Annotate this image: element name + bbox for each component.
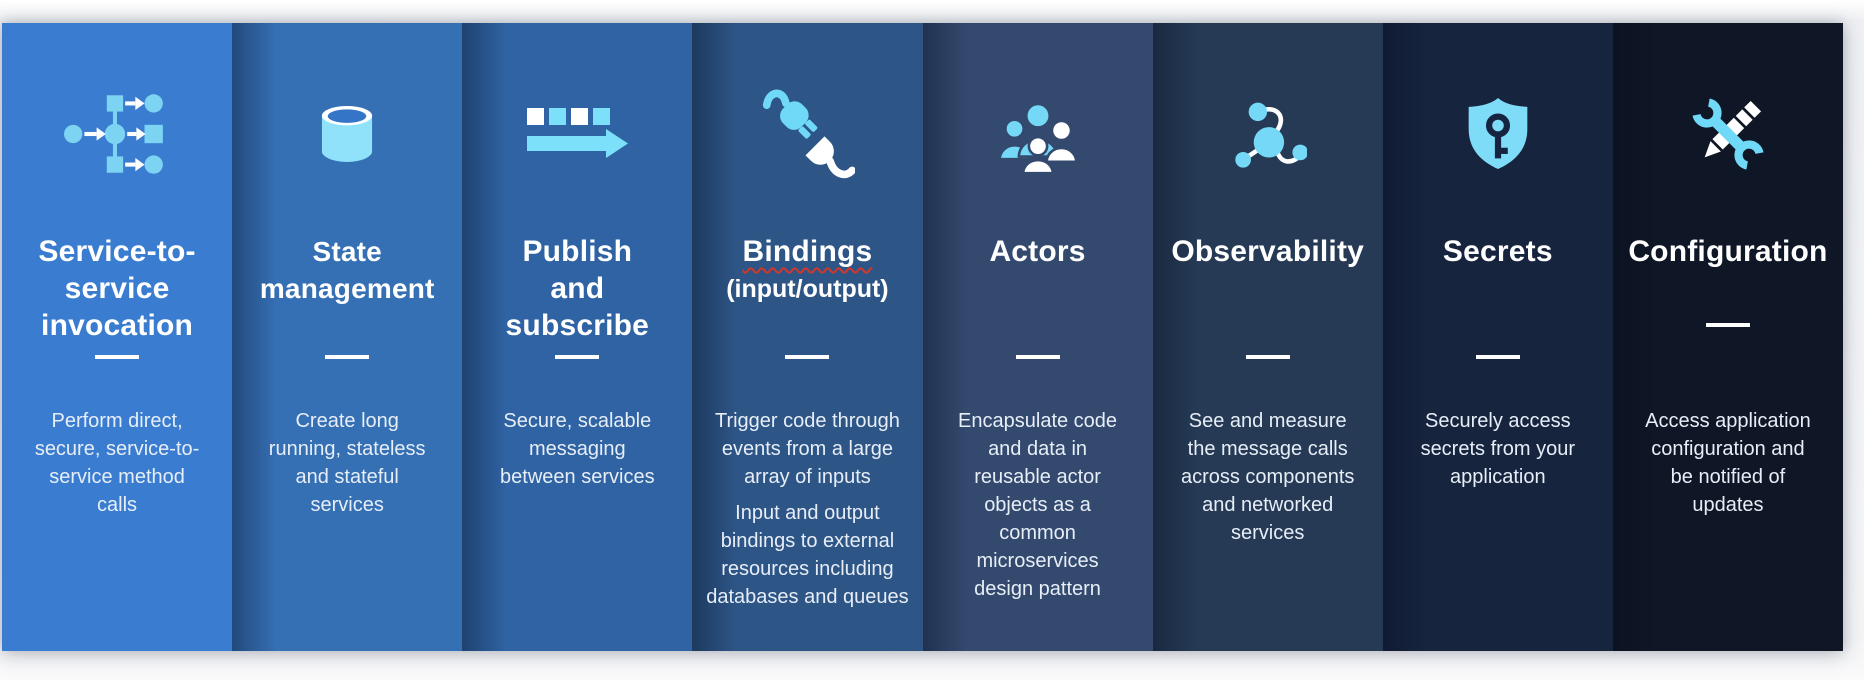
icon-area: [462, 71, 692, 196]
icon-area: [692, 71, 922, 196]
card-description: Perform direct, secure, service-to- serv…: [34, 410, 200, 516]
plug-socket-icon: [763, 89, 856, 178]
card-actors: Actors Encapsulate code and data in reus…: [922, 23, 1153, 651]
card-service-to-service-invocation: Service-to- service invocation Perform d…: [2, 23, 233, 651]
icon-area: [1613, 71, 1843, 196]
divider: [1705, 323, 1750, 327]
card-title: State management: [259, 236, 435, 304]
icon-area: [232, 71, 462, 196]
card-description: Access application configuration and be …: [1645, 410, 1811, 516]
network-nodes-icon: [1234, 102, 1307, 168]
divider: [1475, 355, 1520, 359]
card-description: Encapsulate code and data in reusable ac…: [958, 410, 1118, 600]
card-title: Actors: [989, 235, 1086, 268]
card-title: Service-to- service invocation: [38, 235, 196, 342]
card-title: Publish and subscribe: [505, 235, 650, 342]
divider: [785, 355, 830, 359]
card-description: Trigger code through events from a large…: [714, 410, 900, 488]
icon-area: [2, 71, 232, 196]
card-description: Secure, scalable messaging between servi…: [500, 410, 655, 488]
card-title: Configuration: [1628, 235, 1828, 268]
divider: [1015, 355, 1060, 359]
card-title: Secrets: [1442, 235, 1553, 268]
wrench-pencil-icon: [1692, 98, 1764, 169]
message-queue-arrow-icon: [527, 107, 629, 158]
divider: [325, 355, 370, 359]
card-title: Observability: [1171, 235, 1365, 268]
card-description: See and measure the message calls across…: [1180, 410, 1355, 544]
card-description-secondary: Input and output bindings to external re…: [706, 502, 909, 608]
divider: [1245, 355, 1290, 359]
card-title: Bindings: [742, 235, 873, 268]
card-observability: Observability See and measure the messag…: [1152, 23, 1383, 651]
card-publish-and-subscribe: Publish and subscribe Secure, scalable m…: [462, 23, 693, 651]
flowchart-icon: [64, 93, 163, 174]
card-bindings: Bindings (input/output) Trigger code thr…: [692, 23, 923, 651]
card-description: Securely access secrets from your applic…: [1420, 410, 1576, 488]
icon-area: [923, 71, 1153, 196]
card-description: Create long running, stateless and state…: [268, 410, 426, 516]
divider: [95, 355, 140, 359]
card-configuration: Configuration Access application configu…: [1612, 23, 1843, 651]
icon-area: [1153, 71, 1383, 196]
divider: [555, 355, 600, 359]
people-group-icon: [997, 102, 1078, 174]
shield-key-icon: [1468, 97, 1528, 170]
card-secrets: Secrets Securely access secrets from you…: [1382, 23, 1613, 651]
database-cylinder-icon: [322, 105, 373, 162]
card-subtitle: (input/output): [726, 275, 889, 303]
building-blocks-panel: Service-to- service invocation Perform d…: [2, 23, 1843, 651]
icon-area: [1383, 71, 1613, 196]
card-state-management: State management Create long running, st…: [232, 23, 463, 651]
